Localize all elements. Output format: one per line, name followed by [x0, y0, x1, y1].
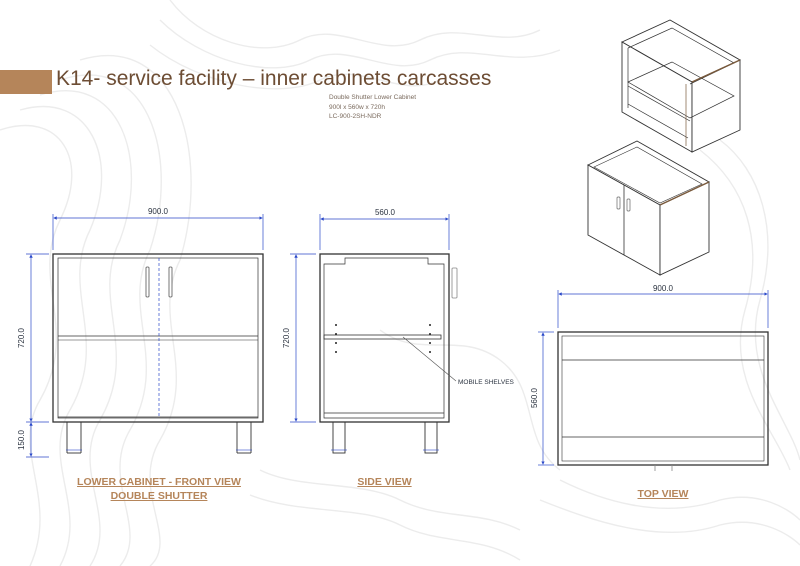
front-legs	[66, 422, 252, 454]
side-handle	[451, 267, 458, 299]
front-view-caption: LOWER CABINET - FRONT VIEW	[77, 476, 241, 488]
side-width-label: 560.0	[375, 208, 396, 217]
subtitle-dimensions: 900l x 560w x 720h	[329, 104, 386, 111]
front-dimensions	[26, 214, 264, 458]
side-outer-frame	[319, 253, 450, 423]
side-mobile-shelf	[323, 334, 442, 340]
title-accent-bar	[0, 70, 52, 94]
side-legs	[331, 421, 439, 454]
front-leg-height-label: 150.0	[17, 429, 26, 450]
door-handle-right	[168, 266, 173, 298]
top-handles	[654, 465, 673, 471]
top-dimensions	[538, 290, 769, 466]
front-height-label: 720.0	[17, 327, 26, 348]
mobile-shelves-label: MOBILE SHELVES	[458, 379, 515, 386]
side-view	[319, 253, 458, 454]
subtitle-code: LC-900-2SH-NDR	[329, 113, 382, 120]
side-height-label: 720.0	[282, 327, 291, 348]
iso-handle-left	[616, 196, 621, 210]
top-inner-frame	[561, 335, 765, 462]
isometric-open-carcass	[621, 19, 741, 153]
iso-handle-right	[626, 198, 631, 212]
top-depth-label: 560.0	[530, 387, 539, 408]
door-handle-left	[145, 266, 150, 298]
side-dimensions	[290, 214, 450, 423]
front-view	[52, 253, 264, 454]
side-inner-frame	[323, 257, 445, 419]
front-outer-frame	[52, 253, 264, 423]
top-outer-frame	[557, 331, 769, 466]
front-width-label: 900.0	[148, 207, 169, 216]
shelf-pin-holes	[335, 324, 431, 353]
top-view-caption: TOP VIEW	[637, 488, 689, 500]
side-view-caption: SIDE VIEW	[357, 476, 412, 488]
top-view	[557, 331, 769, 471]
page-title: K14- service facility – inner cabinets c…	[56, 67, 492, 90]
front-inner-frame	[57, 257, 259, 419]
subtitle-cabinet-type: Double Shutter Lower Cabinet	[329, 94, 417, 101]
mobile-shelves-leader	[402, 336, 457, 382]
top-width-label: 900.0	[653, 284, 674, 293]
front-view-subcaption: DOUBLE SHUTTER	[110, 490, 208, 502]
isometric-closed-cabinet	[587, 140, 710, 276]
